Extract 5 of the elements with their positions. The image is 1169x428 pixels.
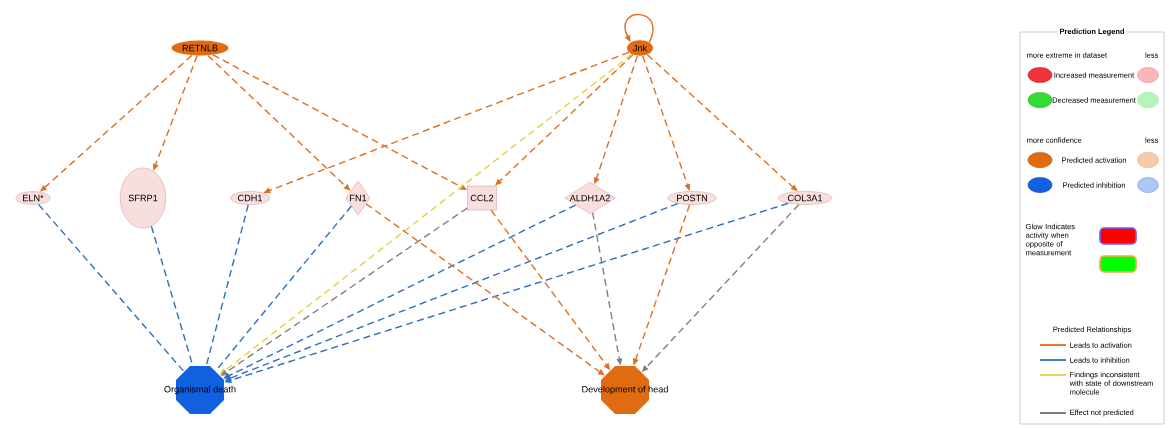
arrow	[365, 203, 605, 376]
arrow	[40, 54, 193, 192]
gene-box: CCL2	[467, 185, 497, 211]
arrow	[624, 13, 654, 44]
arrow	[495, 54, 634, 186]
